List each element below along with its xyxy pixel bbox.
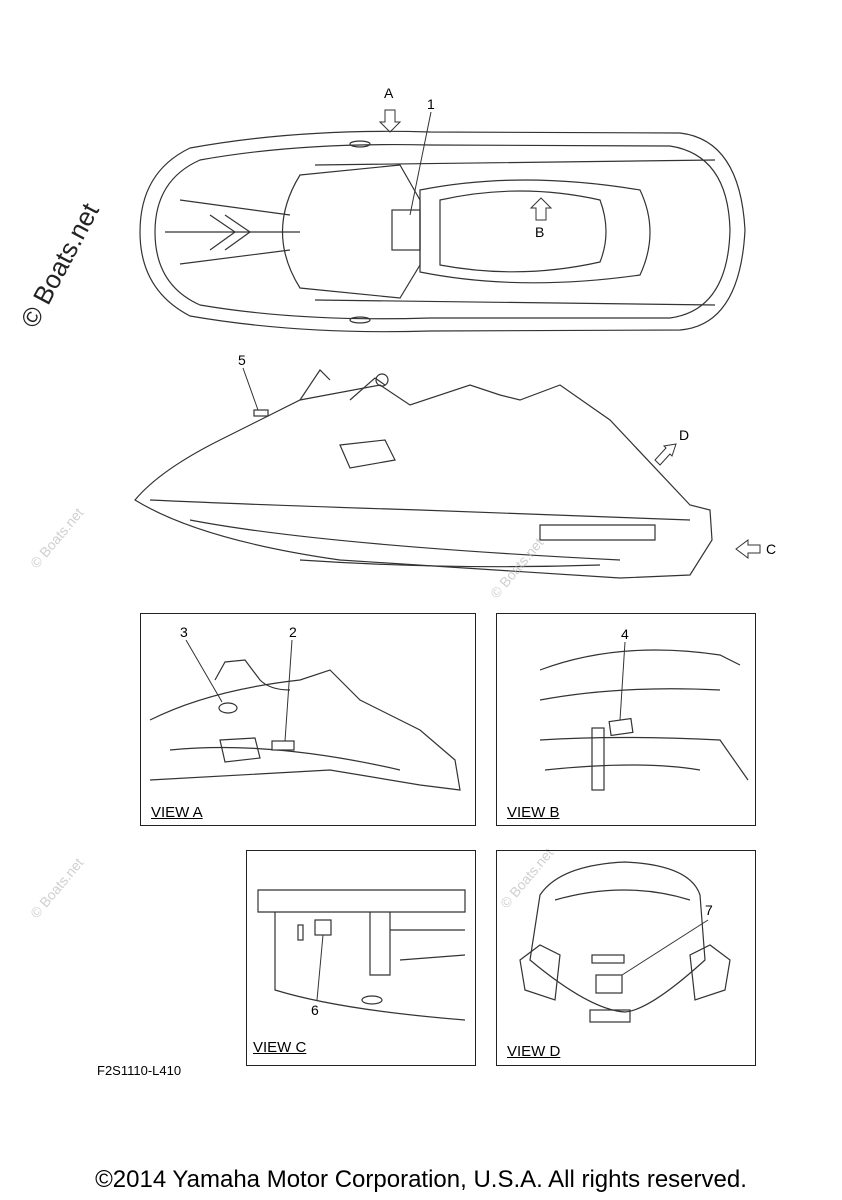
callout-7: 7 bbox=[705, 902, 713, 918]
view-d-title: VIEW D bbox=[507, 1043, 561, 1060]
view-b-drawing bbox=[539, 641, 749, 791]
diagram-code: F2S1110-L410 bbox=[97, 1063, 182, 1078]
view-b-title: VIEW B bbox=[507, 804, 560, 821]
view-c-panel: VIEW C bbox=[246, 850, 476, 1066]
side-view-watercraft bbox=[134, 367, 761, 579]
view-d-drawing bbox=[519, 861, 731, 1023]
callout-4: 4 bbox=[621, 626, 629, 642]
direction-a-label: A bbox=[384, 85, 394, 101]
view-a-drawing bbox=[149, 639, 461, 791]
copyright-footer: ©2014 Yamaha Motor Corporation, U.S.A. A… bbox=[95, 1166, 747, 1193]
view-a-panel: VIEW A bbox=[140, 613, 476, 826]
callout-2: 2 bbox=[289, 624, 297, 640]
view-d-panel: VIEW D bbox=[496, 850, 756, 1066]
view-a-title: VIEW A bbox=[151, 804, 203, 821]
callout-3: 3 bbox=[180, 624, 188, 640]
direction-c-label: C bbox=[766, 541, 777, 557]
view-c-drawing bbox=[257, 889, 466, 1021]
view-b-panel: VIEW B bbox=[496, 613, 756, 826]
top-view-watercraft bbox=[139, 109, 746, 333]
callout-6: 6 bbox=[311, 1002, 319, 1018]
direction-b-label: B bbox=[535, 224, 545, 240]
callout-5: 5 bbox=[238, 352, 246, 368]
view-c-title: VIEW C bbox=[253, 1039, 307, 1056]
callout-1: 1 bbox=[427, 96, 435, 112]
direction-d-label: D bbox=[679, 427, 690, 443]
